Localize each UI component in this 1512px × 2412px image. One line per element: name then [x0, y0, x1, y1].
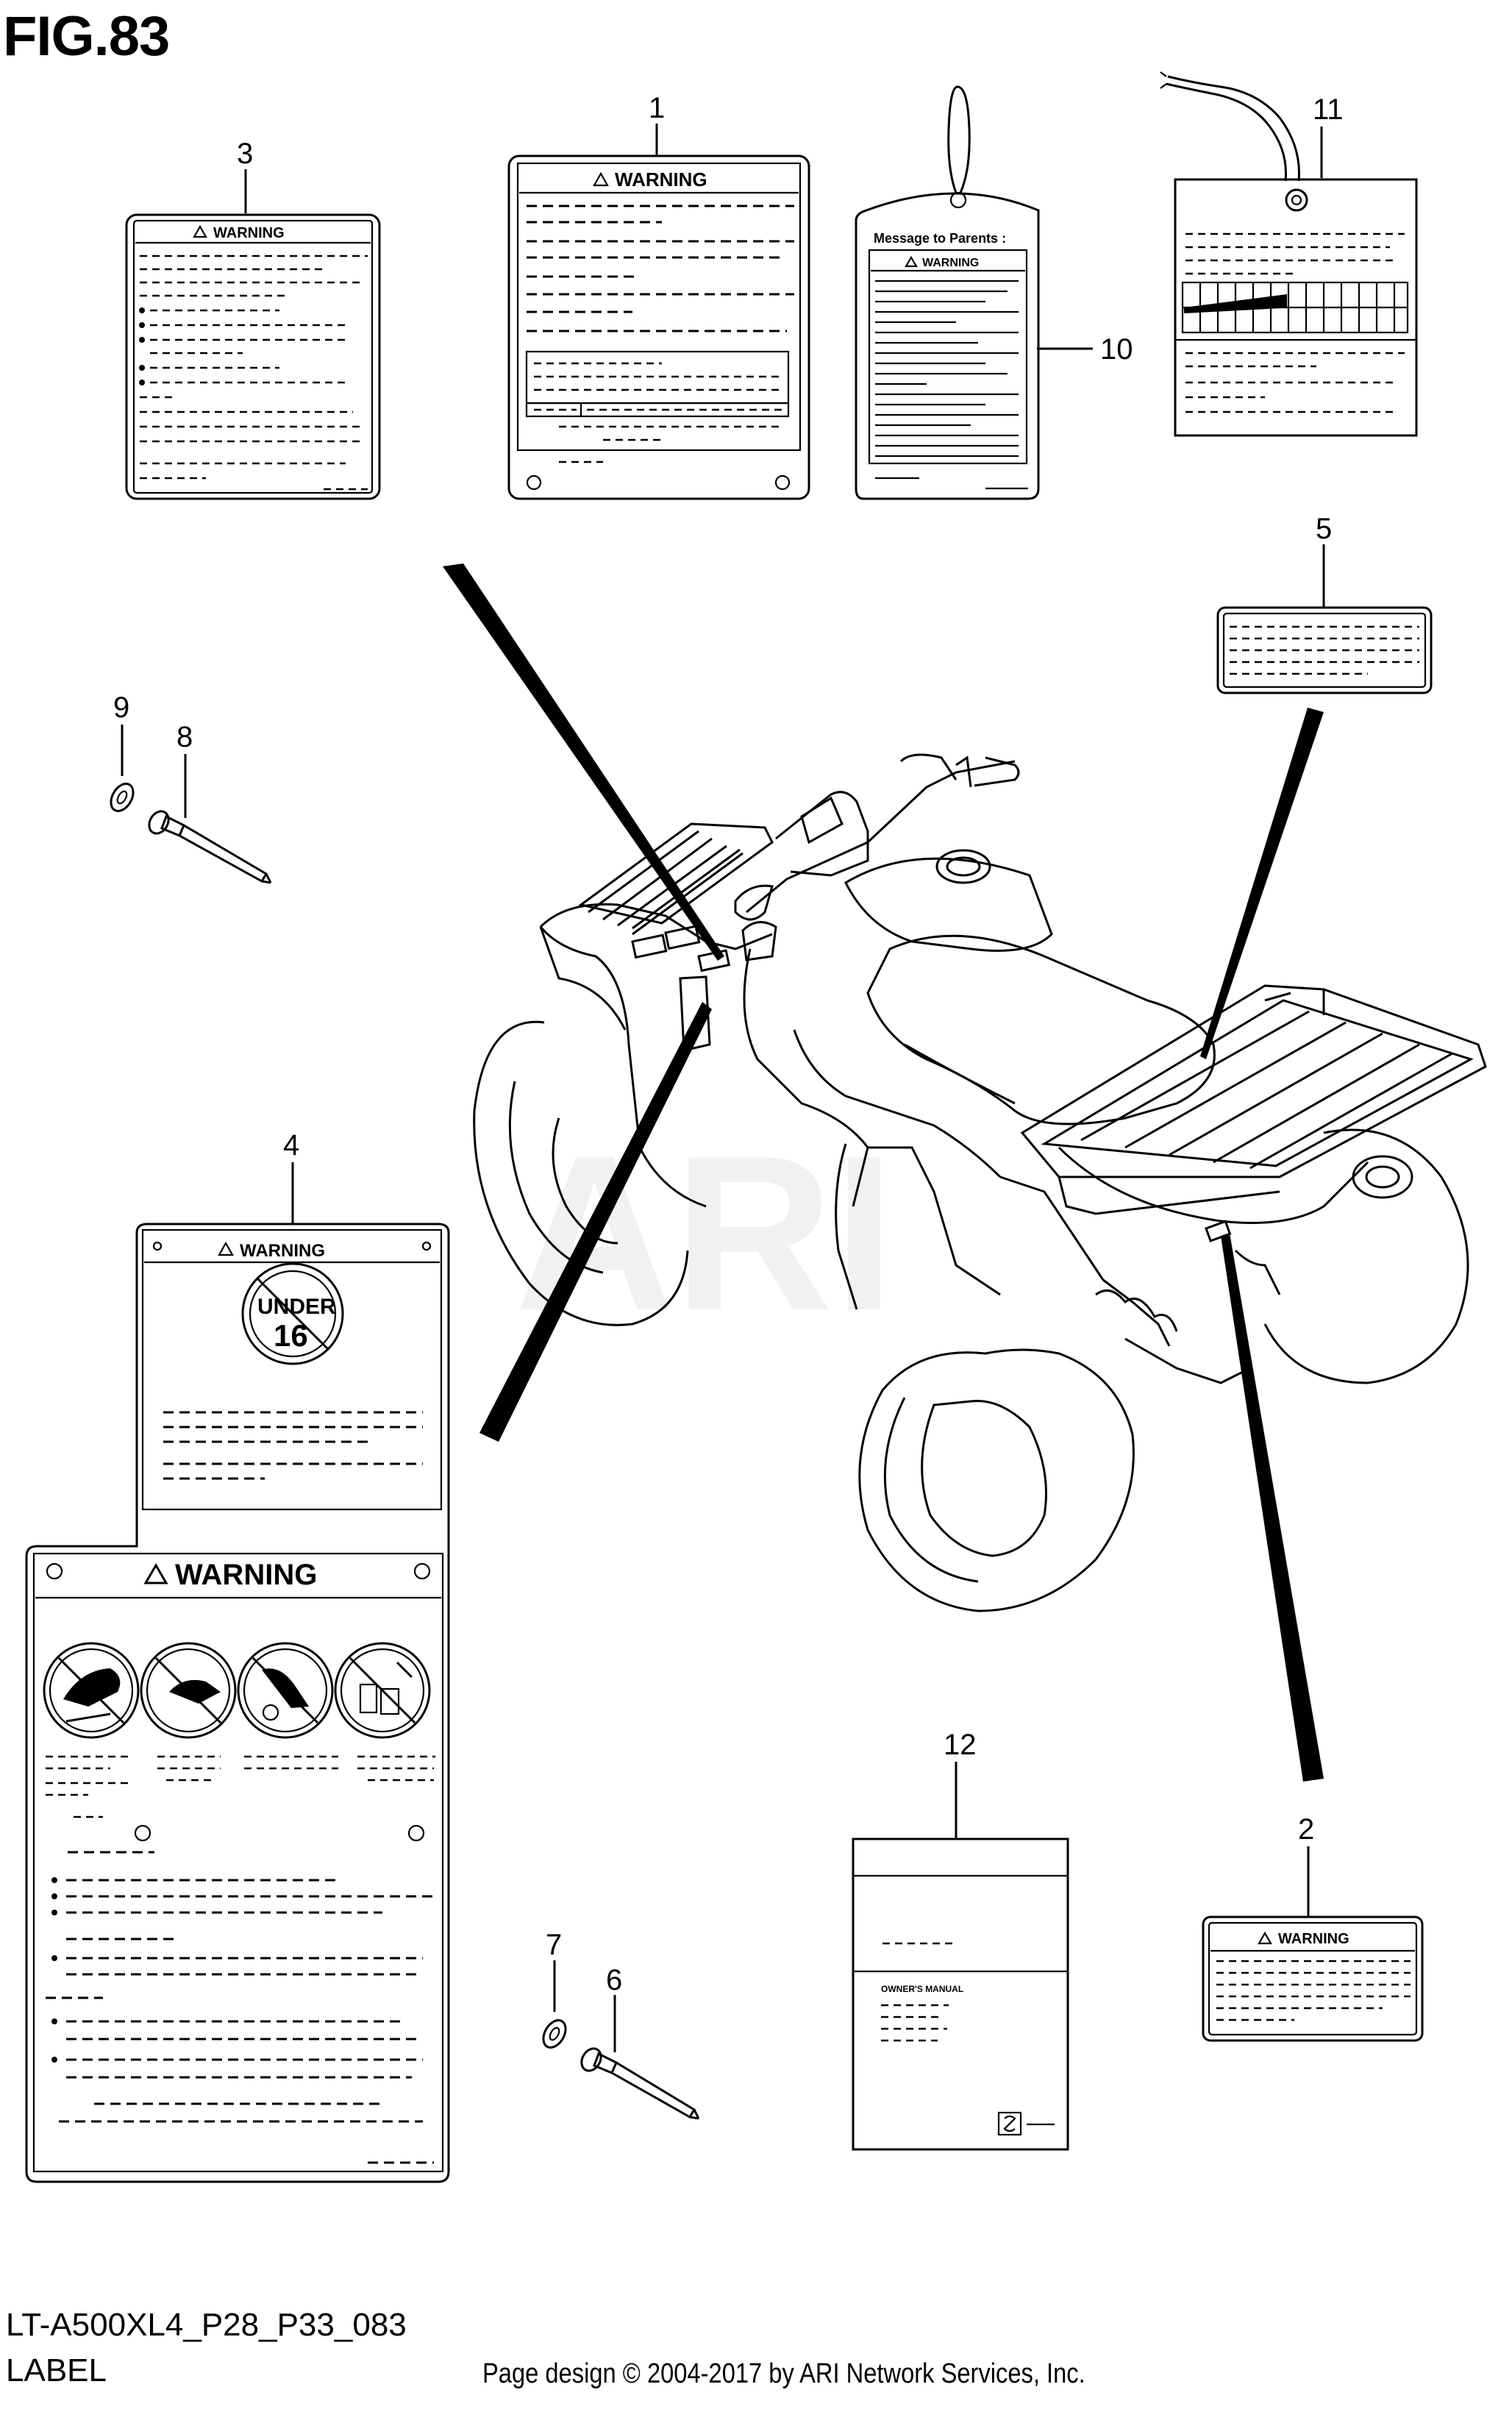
no-pavement-icon: [140, 1642, 237, 1739]
label-1-warning: WARNING: [615, 168, 707, 191]
no-alcohol-icon: [334, 1642, 431, 1739]
watermark: ARI: [515, 1109, 895, 1356]
callout-1: 1: [649, 92, 665, 124]
figure-title: FIG.83: [3, 5, 170, 68]
atv-illustration: [473, 753, 1487, 1612]
label-5: [1216, 606, 1433, 694]
svg-text:UNDER: UNDER: [257, 1295, 336, 1319]
callout-4: 4: [283, 1129, 299, 1161]
label-1: WARNING: [507, 154, 810, 500]
copyright-notice: Page design © 2004-2017 by ARI Network S…: [482, 2358, 1085, 2389]
warning-triangle-icon: [1258, 1931, 1272, 1945]
washer-9: [110, 783, 135, 812]
callout-10: 10: [1100, 333, 1133, 366]
warning-triangle-icon: [218, 1241, 234, 1256]
callout-5: 5: [1316, 513, 1332, 545]
callout-11: 11: [1313, 93, 1344, 126]
label-4: WARNING UNDER 16 WARNING: [25, 1223, 450, 2183]
warning-triangle-icon: [143, 1563, 168, 1584]
callout-7: 7: [546, 1929, 562, 1961]
label-10-warning: WARNING: [922, 257, 979, 269]
label-4-warning-bottom: WARNING: [175, 1559, 317, 1591]
callout-8: 8: [176, 721, 193, 753]
label-10: Message to Parents : WARNING: [855, 85, 1040, 500]
leader-lines: [121, 124, 1325, 2052]
callout-6: 6: [606, 1964, 622, 1996]
label-11: [1160, 71, 1418, 437]
callout-3: 3: [237, 138, 253, 170]
pointer-wedges: [443, 563, 1324, 1782]
model-code: LT-A500XL4_P28_P33_083: [6, 2307, 407, 2343]
label-2-warning: WARNING: [1278, 1931, 1349, 1947]
warning-triangle-icon: [905, 255, 918, 268]
section-label: LABEL: [6, 2352, 107, 2388]
rivet-6: [580, 2047, 700, 2120]
no-passenger-icon: [43, 1642, 140, 1739]
washer-7: [542, 2019, 567, 2049]
rivet-8: [148, 810, 272, 884]
warning-triangle-icon: [193, 224, 207, 238]
callout-2: 2: [1298, 1813, 1314, 1846]
warning-triangle-icon: [593, 171, 609, 187]
label-4-warning-top: WARNING: [240, 1241, 325, 1261]
no-drugs-alcohol-icon: [237, 1642, 334, 1739]
callout-9: 9: [113, 691, 129, 724]
svg-text:16: 16: [274, 1318, 308, 1353]
label-3: WARNING: [125, 213, 381, 500]
label-3-warning: WARNING: [213, 225, 285, 241]
callout-12: 12: [944, 1729, 977, 1761]
label-12: OWNER'S MANUAL: [852, 1838, 1069, 2151]
message-to-parents: Message to Parents :: [874, 231, 1006, 246]
under-16-icon: UNDER 16: [241, 1262, 344, 1365]
label-2: WARNING: [1202, 1915, 1424, 2042]
owners-manual-text: OWNER'S MANUAL: [881, 1984, 963, 1994]
suzuki-logo-icon: [1003, 2115, 1016, 2132]
